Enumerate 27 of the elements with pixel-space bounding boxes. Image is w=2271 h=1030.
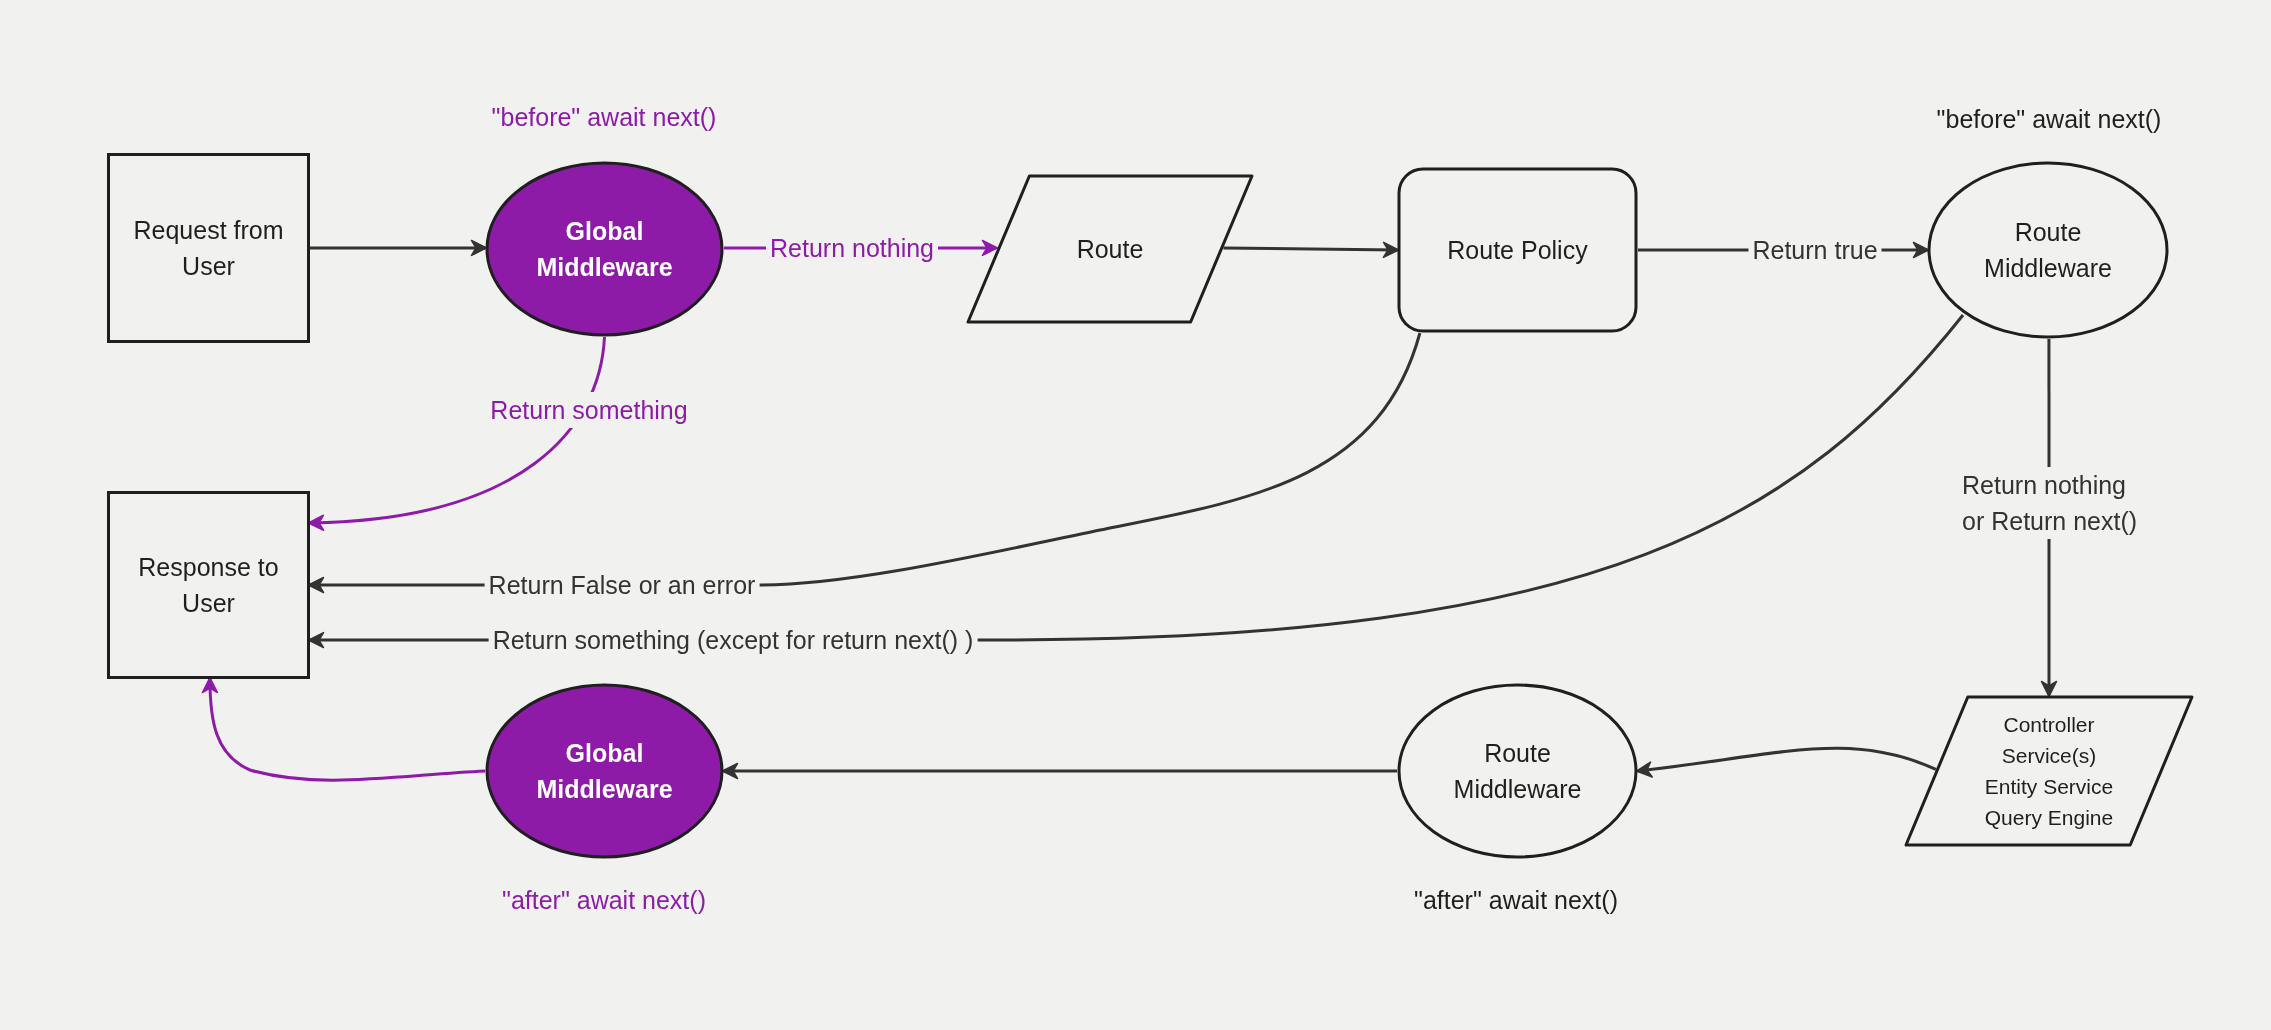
node-label: Route Middleware	[1983, 217, 2113, 284]
ellipse-node	[1927, 161, 2169, 339]
annotation-text: "before" await next()	[491, 102, 717, 134]
node-label: Global Middleware	[535, 738, 674, 805]
node-label: Request from User	[132, 215, 285, 282]
node-label: Global Middleware	[535, 216, 674, 283]
parallelogram-node	[1904, 695, 2194, 847]
annotation-text: "before" await next()	[1936, 104, 2162, 136]
node-label: Route	[1075, 234, 1145, 265]
node-label: Entity Service	[1984, 774, 2114, 800]
process-box	[107, 491, 310, 679]
process-box	[107, 153, 310, 343]
arrow	[310, 239, 488, 257]
annotation-text: "after" await next()	[1414, 885, 1618, 917]
ellipse-node	[485, 683, 724, 859]
parallelogram-node	[966, 174, 1254, 324]
node-label: Controller	[2003, 712, 2095, 738]
rounded-box	[1397, 167, 1638, 333]
node-label: Response to User	[137, 552, 280, 619]
annotation-text: "after" await next()	[502, 885, 706, 917]
ellipse-node	[1397, 683, 1638, 859]
node-label: Service(s)	[2001, 743, 2097, 769]
node-label: Query Engine	[1984, 805, 2114, 831]
ellipse-node	[485, 161, 724, 337]
arrow	[1223, 241, 1400, 259]
node-label: Route Policy	[1446, 235, 1589, 266]
node-label: Route Middleware	[1452, 738, 1583, 805]
